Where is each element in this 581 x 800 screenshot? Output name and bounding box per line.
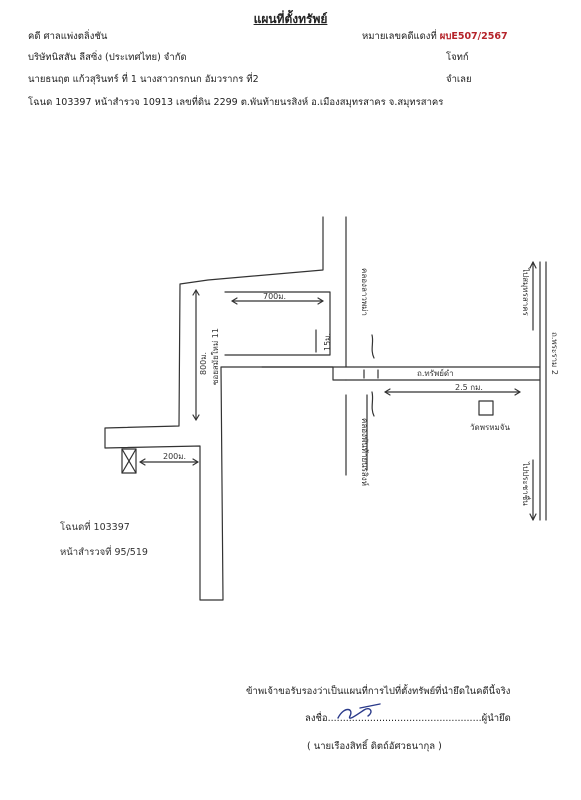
certification-text: ข้าพเจ้าขอรับรองว่าเป็นแผนที่การไปที่ตั้… [246, 686, 511, 697]
map-label-road-side: ถ.ทรัพย์ดำ [417, 368, 454, 378]
map-label-dist-left: 200ม. [163, 452, 186, 461]
case-number-label: หมายเลขคดีแดงที่ [362, 31, 437, 42]
map-label-canal-down: คลองพันท้ายนรสิงห์ [360, 418, 370, 486]
signature-role: ผู้นำยึด [481, 713, 511, 724]
map-label-road-main: ถ.พระราม 2 [550, 332, 559, 375]
deed-note-2: หน้าสำรวจที่ 95/519 [60, 547, 148, 558]
signature-label: ลงชื่อ [305, 713, 328, 724]
property-plot [121, 448, 137, 474]
map-label-dist-top: 700ม. [263, 292, 286, 301]
temple-marker [478, 400, 494, 416]
signer-name: ( นายเรืองสิทธิ์ ดิตถ์อัศวธนากุล ) [307, 741, 442, 752]
map-label-dist-inner: 15ม. [323, 333, 332, 351]
signature-dots: ........................................… [327, 713, 482, 724]
plaintiff-role: โจทก์ [446, 52, 469, 63]
defendant-name: นายธนฤต แก้วสุรินทร์ ที่ 1 นางสาวกรกนก อ… [28, 74, 259, 85]
map-road-outline [104, 216, 347, 601]
map-label-temple: วัดพรหมจัน [470, 423, 510, 432]
signature-line: ลงชื่อ..................................… [305, 713, 511, 725]
plaintiff-name: บริษัทนิสสัน ลีสซิ่ง (ประเทศไทย) จำกัด [28, 52, 187, 63]
deed-note-1: โฉนดที่ 103397 [60, 522, 130, 533]
map-label-dist-side: 800ม. [199, 352, 208, 375]
map-label-alley: ซอยสมัยใหม่ 11 [211, 328, 220, 385]
deed-line: โฉนด 103397 หน้าสำรวจ 10913 เลขที่ดิน 22… [28, 97, 444, 108]
case-number-value: ผบE507/2567 [439, 31, 508, 42]
case-number-block: หมายเลขคดีแดงที่ ผบE507/2567 [362, 31, 508, 43]
defendant-role: จำเลย [446, 74, 472, 85]
map-label-dir-down: ไปประชาชื่น [521, 461, 532, 506]
property-x-mark [121, 448, 137, 474]
signature-mark [337, 703, 381, 719]
map-label-dist-right: 2.5 กม. [455, 383, 483, 392]
page-title: แผนที่ตั้งทรัพย์ [253, 12, 328, 26]
case-court: คดี ศาลแพ่งตลิ่งชัน [28, 31, 108, 42]
map-label-dir-up: ไปสมุทรสาคร [521, 267, 530, 317]
map-inner-block [224, 291, 331, 356]
map-label-canal-up: คลองลาวพม่า [360, 268, 369, 316]
